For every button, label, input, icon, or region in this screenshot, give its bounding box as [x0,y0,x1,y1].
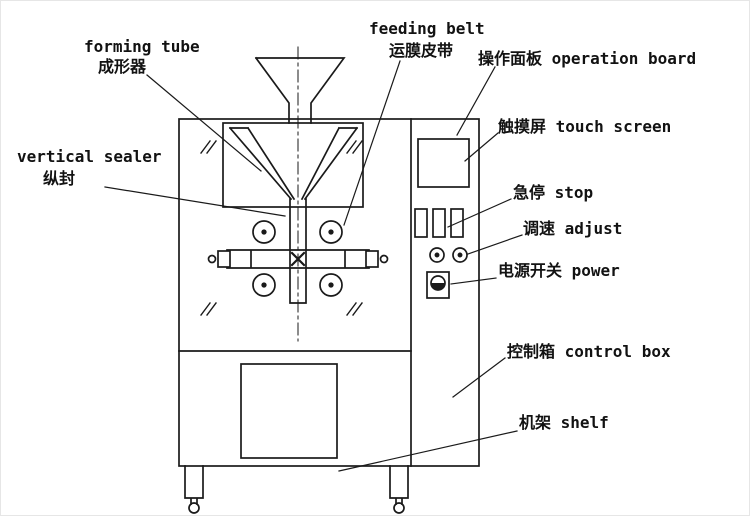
sealer-end-cap-left [217,250,231,268]
stop-button-3 [450,208,464,238]
leader-control-box [452,357,506,398]
label-touch-screen: 触摸屏 touch screen [498,117,672,136]
forming-unit [222,122,364,208]
stop-button-2 [432,208,446,238]
leader-operation-board [456,66,496,136]
label-feeding-belt-zh: 运膜皮带 [389,41,454,60]
label-vertical-sealer-zh: 纵封 [43,169,76,188]
stop-button-1 [414,208,428,238]
label-forming-tube-en: forming tube [84,37,200,56]
label-adjust: 调速 adjust [523,219,623,238]
caster-wheel-right [393,502,405,514]
label-vertical-sealer-en: vertical sealer [17,147,162,166]
sealer-assembly [207,249,389,269]
body-outline [178,118,480,467]
leader-feeding-belt [343,60,401,226]
leader-power [450,277,497,285]
forming-box [222,122,364,208]
label-feeding-belt-en: feeding belt [369,19,485,38]
forming-tube-part [289,198,307,304]
adjust-knob-1 [429,247,445,263]
label-power: 电源开关 power [498,261,620,280]
machine-body-frame [178,118,480,467]
touch-screen-rect [417,138,470,188]
leader-forming-tube [146,74,262,172]
control-panel [414,138,470,299]
label-stop: 急停 stop [513,183,594,202]
feed-belt-rollers [252,220,343,297]
sealer-end-cap-right [365,250,379,268]
hopper-funnel [254,56,346,124]
label-operation-board: 操作面板 operation board [478,49,697,68]
adjust-knob-2 [452,247,468,263]
power-switch [426,271,450,299]
sealer-center-mark [290,251,306,267]
forming-cones [228,126,359,201]
leader-touch-screen [464,132,499,162]
leader-lines [104,60,523,472]
caster-wheel-left [188,502,200,514]
label-control-box: 控制箱 control box [507,342,671,361]
leader-vertical-sealer [104,186,286,217]
leader-shelf [338,430,518,472]
leader-stop [447,198,512,228]
label-shelf: 机架 shelf [519,413,609,432]
legs-casters [184,465,409,514]
leader-adjust [467,234,523,255]
label-forming-tube-zh: 成形器 [98,57,147,76]
door-panel [240,363,338,459]
surface-hatch-marks [200,140,363,316]
